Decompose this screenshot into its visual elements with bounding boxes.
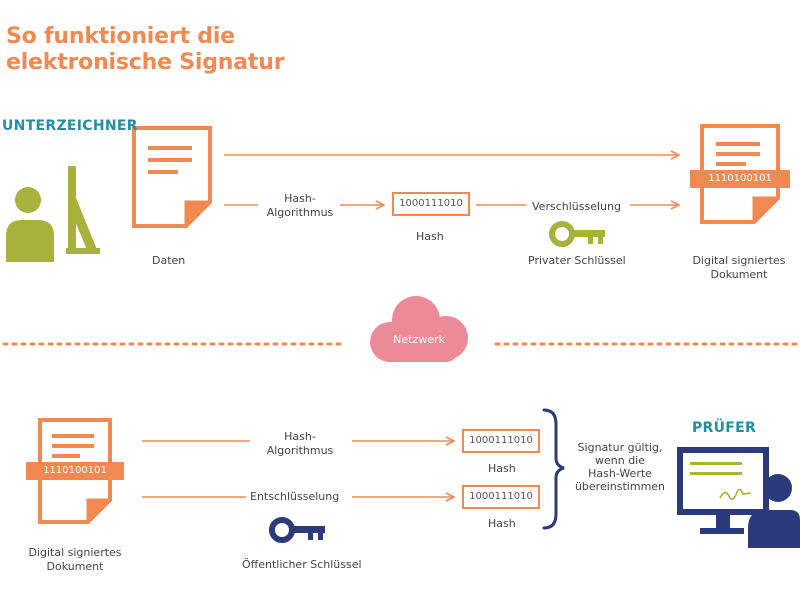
verifier-user-icon (748, 474, 800, 548)
hash-label-2: Hash (488, 517, 516, 530)
verifier-label: PRÜFER (692, 420, 757, 436)
network-label: Netzwerk (393, 333, 445, 346)
signed-doc-band-top: 1110100101 (690, 170, 790, 188)
hash-label-1: Hash (488, 462, 516, 475)
decryption-label: Entschlüsselung (250, 490, 340, 503)
verifier-monitor-icon (677, 447, 769, 534)
brace-icon (542, 408, 565, 530)
public-key-icon (269, 517, 325, 543)
validity-note: Signatur gültig, wenn die Hash-Werte übe… (574, 441, 666, 493)
hash-value-box-1: 1000111010 (462, 429, 540, 453)
page-title-line-1: So funktioniert die (6, 24, 235, 49)
private-key-icon (549, 221, 605, 247)
hash-value-box-top: 1000111010 (392, 192, 470, 216)
signed-doc-band-bottom: 1110100101 (26, 462, 124, 480)
public-key-label: Öffentlicher Schlüssel (242, 558, 362, 571)
network-cloud-icon (370, 296, 468, 362)
signed-doc-label-bottom: Digital signiertes Dokument (28, 546, 122, 573)
hash-algorithm-label-bottom: Hash- Algorithmus (266, 430, 334, 457)
encryption-label: Verschlüsselung (532, 200, 621, 213)
signer-monitor-icon (66, 166, 100, 254)
signer-user-icon (6, 187, 54, 262)
signed-doc-label-top: Digital signiertes Dokument (692, 254, 786, 281)
private-key-label: Privater Schlüssel (528, 254, 626, 267)
hash-algorithm-label-top: Hash- Algorithmus (266, 192, 334, 219)
data-label: Daten (152, 254, 186, 267)
hash-value-box-2: 1000111010 (462, 485, 540, 509)
signer-label: UNTERZEICHNER (2, 118, 138, 134)
page-title-line-2: elektronische Signatur (6, 50, 285, 75)
data-document-icon (132, 126, 212, 228)
hash-label-top: Hash (416, 230, 444, 243)
